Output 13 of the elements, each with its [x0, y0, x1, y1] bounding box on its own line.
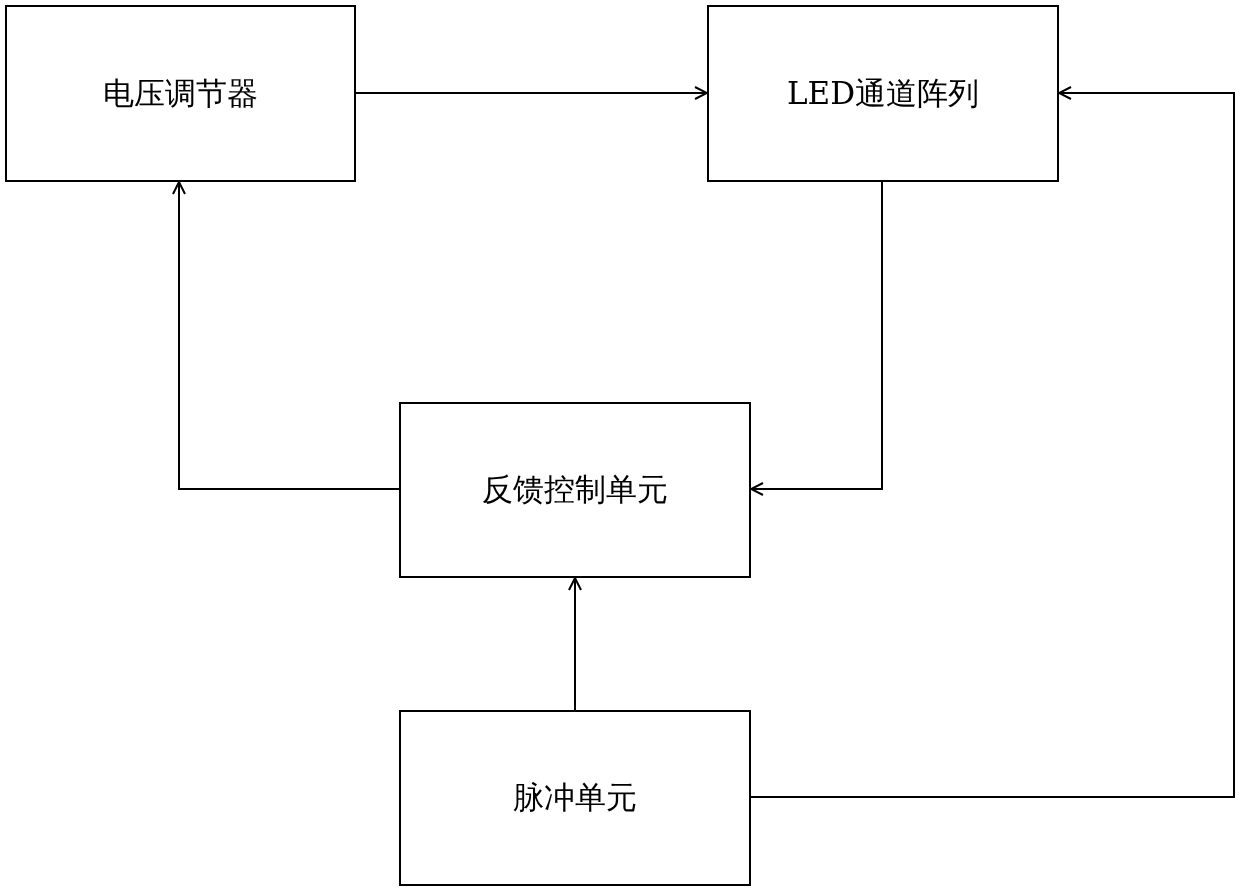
- box-label: 电压调节器: [103, 73, 258, 113]
- process-box: [707, 5, 1059, 182]
- box-label: 脉冲单元: [513, 778, 637, 817]
- box-label: LED通道阵列: [786, 73, 980, 113]
- arrow: [568, 577, 582, 711]
- arrow: [750, 181, 883, 496]
- arrow: [355, 86, 708, 100]
- process-box: [399, 402, 751, 578]
- process-box: [5, 5, 356, 182]
- box-label: 反馈控制单元: [482, 470, 668, 509]
- process-box: [399, 710, 751, 886]
- arrow: [750, 86, 1235, 798]
- arrow: [172, 181, 400, 490]
